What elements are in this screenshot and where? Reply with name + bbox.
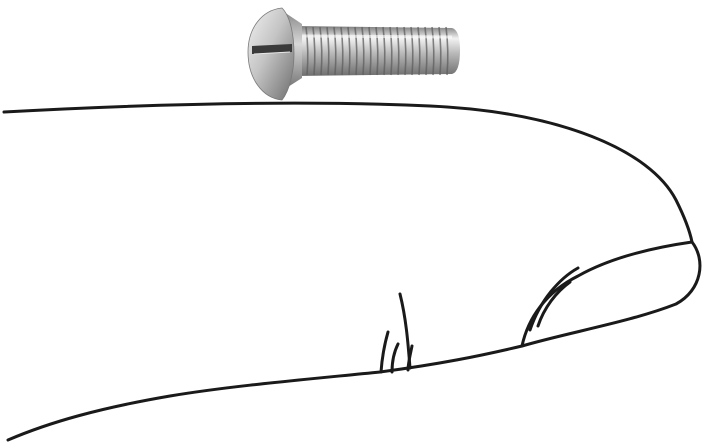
knuckle-crease-3 xyxy=(390,342,400,374)
thread-ridge xyxy=(445,26,449,76)
thread-ridge xyxy=(354,26,358,76)
thread-ridge xyxy=(417,26,421,76)
screw-slot-highlight xyxy=(253,51,291,55)
thread-ridge xyxy=(312,26,316,76)
thread-ridge xyxy=(403,26,407,76)
nail-line-2 xyxy=(536,280,572,328)
thread-ridge xyxy=(396,26,400,76)
thread-ridge xyxy=(305,26,309,76)
thread-ridge xyxy=(340,26,344,76)
fingertip-outline xyxy=(520,240,702,348)
finger-drawing xyxy=(2,101,702,442)
thread-ridge xyxy=(333,26,337,76)
screw xyxy=(247,7,460,101)
thread-ridge xyxy=(431,26,435,76)
screw-slot xyxy=(252,44,292,54)
shaft-highlight xyxy=(299,34,453,39)
thread-ridge xyxy=(389,26,393,76)
nail-outline xyxy=(520,240,694,348)
thread-ridge xyxy=(361,26,365,76)
finger-top-outline xyxy=(2,101,694,244)
thread-ridge xyxy=(375,26,379,76)
thread-ridge xyxy=(438,26,442,76)
thread-ridge xyxy=(368,26,372,76)
nail-line-1 xyxy=(528,266,580,332)
screw-threads xyxy=(305,26,449,76)
thread-ridge xyxy=(319,26,323,76)
thread-ridge xyxy=(326,26,330,76)
thread-ridge xyxy=(424,26,428,76)
thread-ridge xyxy=(410,26,414,76)
finger-bottom-outline xyxy=(6,344,524,442)
thread-ridge xyxy=(347,26,351,76)
knuckle-crease-2 xyxy=(379,330,390,374)
thread-ridge xyxy=(382,26,386,76)
knuckle-crease-4 xyxy=(406,344,414,372)
screw-head xyxy=(247,7,295,101)
